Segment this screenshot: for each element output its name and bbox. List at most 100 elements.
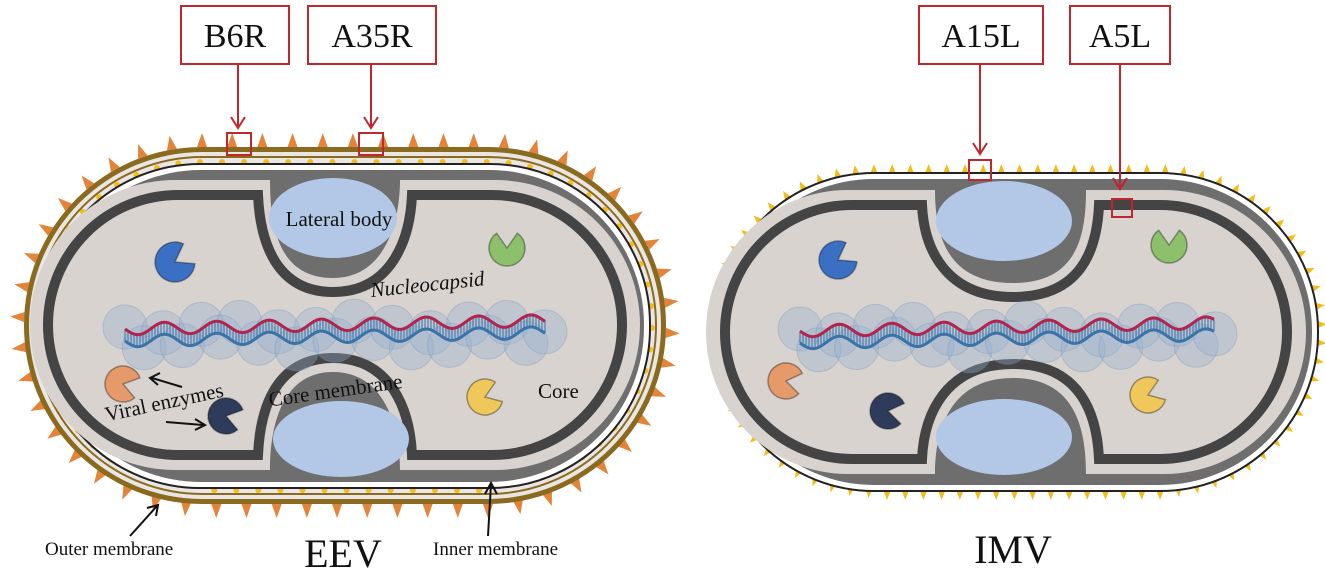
core-label: Core [538,379,579,403]
lateral-body-label: Lateral body [286,207,393,231]
imv-spike [1107,164,1115,173]
imv-spike [925,164,933,173]
outer-spike [468,133,479,147]
outer-spike [68,449,83,464]
imv-spike [783,190,791,201]
imv-spike [767,202,777,212]
imv-spike [1317,320,1325,328]
imv-spike [974,491,982,500]
outer-spike [660,357,676,368]
imv-spike [1143,164,1151,173]
eev-title: EEV [304,531,382,575]
outer-spike [81,175,95,190]
imv-spike [1070,164,1078,173]
outer-spike [452,504,463,518]
outer-spike [47,426,62,439]
imv-title: IMV [974,527,1052,572]
imv-spike [979,164,987,173]
outer-spike [498,133,509,149]
outer-spike [595,460,609,475]
eev-lateral-body-bottom [273,401,409,477]
imv-spike [1052,164,1060,173]
outer-membrane-label: Outer membrane [45,539,173,560]
imv-spike [1083,491,1091,500]
outer-spike [651,387,667,397]
imv-spike [1125,164,1133,173]
a35r-label: A35R [331,18,413,55]
outer-spike [347,133,358,147]
outer-spike [287,133,298,147]
outer-spike [138,143,148,159]
imv-spike [919,491,927,500]
enzyme-pacman-icon [767,229,1188,430]
outer-spike [584,166,597,181]
imv-spike [888,164,896,173]
outer-spike [644,239,660,250]
outer-spike [542,491,552,507]
imv-spike [1010,491,1018,500]
imv-spike [1314,357,1325,365]
callout-arrow-icon [972,64,988,156]
a15l-label: A15L [941,18,1020,55]
outer-spike [167,135,177,151]
imv-spike [1065,491,1073,500]
inner-membrane-label: Inner membrane [433,539,558,560]
imv-spike [1271,437,1281,447]
imv-spike [1156,491,1164,500]
outer-spike [301,504,312,518]
pointer-arrow-icon [148,372,208,431]
outer-spike [607,186,622,201]
imv-spike [1247,193,1256,204]
outer-spike [197,133,207,147]
imv-spike [906,164,914,173]
imv-virion: IMV A15L A5L [706,5,1325,572]
imv-spike [992,491,1000,500]
outer-spike [422,504,433,518]
imv-spike [753,215,763,225]
outer-spike [362,504,373,518]
imv-spike [1286,234,1297,243]
callout-arrow-icon [230,64,246,130]
outer-spike [108,157,120,172]
outer-spike [618,439,632,453]
outer-spike [30,400,46,411]
outer-spike [438,133,449,147]
outer-spike [18,371,34,382]
eev-lateral-body-top [269,178,397,258]
imv-spike [956,491,964,500]
outer-membrane-spikes [10,133,680,518]
outer-spike [257,133,268,147]
imv-lateral-body-top [936,181,1072,261]
outer-spike [408,133,419,147]
imv-nucleocapsid [777,300,1238,374]
eev-nucleocapsid [102,298,568,372]
imv-spike [1161,164,1169,174]
outer-spike [38,224,54,236]
imv-spike [1016,164,1024,173]
outer-spike [227,133,238,147]
callout-a35r: A35R [307,5,437,156]
imv-spike [1257,450,1267,460]
imv-spike [870,164,878,173]
outer-spike [628,211,643,224]
eev-virion: Lateral body Nucleocapsid Core Viral enz… [10,5,680,575]
imv-spike [1315,302,1325,310]
outer-spike [241,504,252,518]
outer-spike [11,342,27,353]
callout-a15l: A15L [918,5,1044,181]
imv-spike [1047,491,1055,500]
imv-spike [1317,339,1325,347]
outer-spike [332,504,343,518]
outer-spike [10,312,25,323]
outer-membrane-pointer-arrow-icon [129,480,498,537]
imv-spike [1034,164,1042,173]
imv-spike [852,165,860,175]
outer-spike [317,133,328,147]
outer-spike [14,282,30,293]
imv-spike [834,168,842,178]
callout-a5l: A5L [1069,5,1171,218]
outer-spike [211,504,222,518]
imv-spike [997,164,1005,173]
outer-spike [58,197,72,211]
imv-spike [1179,165,1187,176]
